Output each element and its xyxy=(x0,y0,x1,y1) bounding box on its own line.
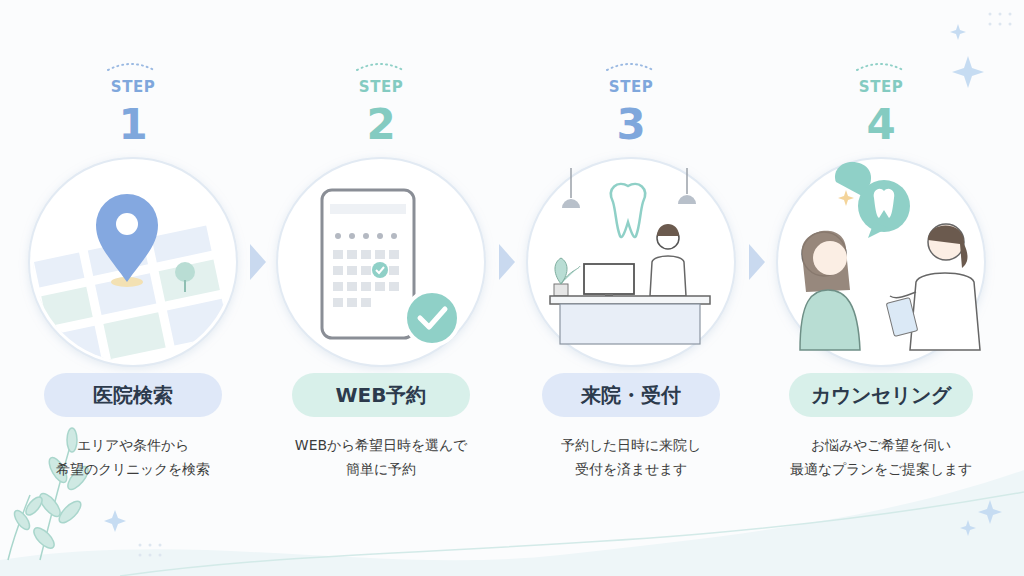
step-box: 医院検索エリアや条件から 希望のクリニックを検索 xyxy=(18,373,248,481)
step-title: カウンセリング xyxy=(789,373,973,417)
step-label: STEP xyxy=(359,78,403,96)
step-number: 1 xyxy=(118,104,147,146)
step-description: 予約した日時に来院し 受付を済ませます xyxy=(561,433,701,481)
flow-arrow-shape xyxy=(749,244,765,280)
step-label: STEP xyxy=(111,78,155,96)
step-description: WEBから希望日時を選んで 簡単に予約 xyxy=(295,433,467,481)
step-description: エリアや条件から 希望のクリニックを検索 xyxy=(56,433,210,481)
step-number: 3 xyxy=(616,104,645,146)
step-box: カウンセリングお悩みやご希望を伺い 最適なプランをご提案します xyxy=(766,373,996,481)
step-label: STEP xyxy=(609,78,653,96)
flow-arrow-shape xyxy=(499,244,515,280)
step-number: 2 xyxy=(366,104,395,146)
step-box: WEB予約 WEBから希望日時を選んで 簡単に予約 xyxy=(266,373,496,481)
flow-arrow xyxy=(499,244,515,280)
step-title: WEB予約 xyxy=(292,373,470,417)
step-box: 来院・受付予約した日時に来院し 受付を済ませます xyxy=(516,373,746,481)
step-label: STEP xyxy=(859,78,903,96)
flow-arrow-shape xyxy=(250,244,266,280)
flow-arrow xyxy=(749,244,765,280)
step-title: 医院検索 xyxy=(44,373,222,417)
step-number: 4 xyxy=(866,104,895,146)
step-title: 来院・受付 xyxy=(542,373,720,417)
flow-arrow xyxy=(250,244,266,280)
step-description: お悩みやご希望を伺い 最適なプランをご提案します xyxy=(790,433,972,481)
